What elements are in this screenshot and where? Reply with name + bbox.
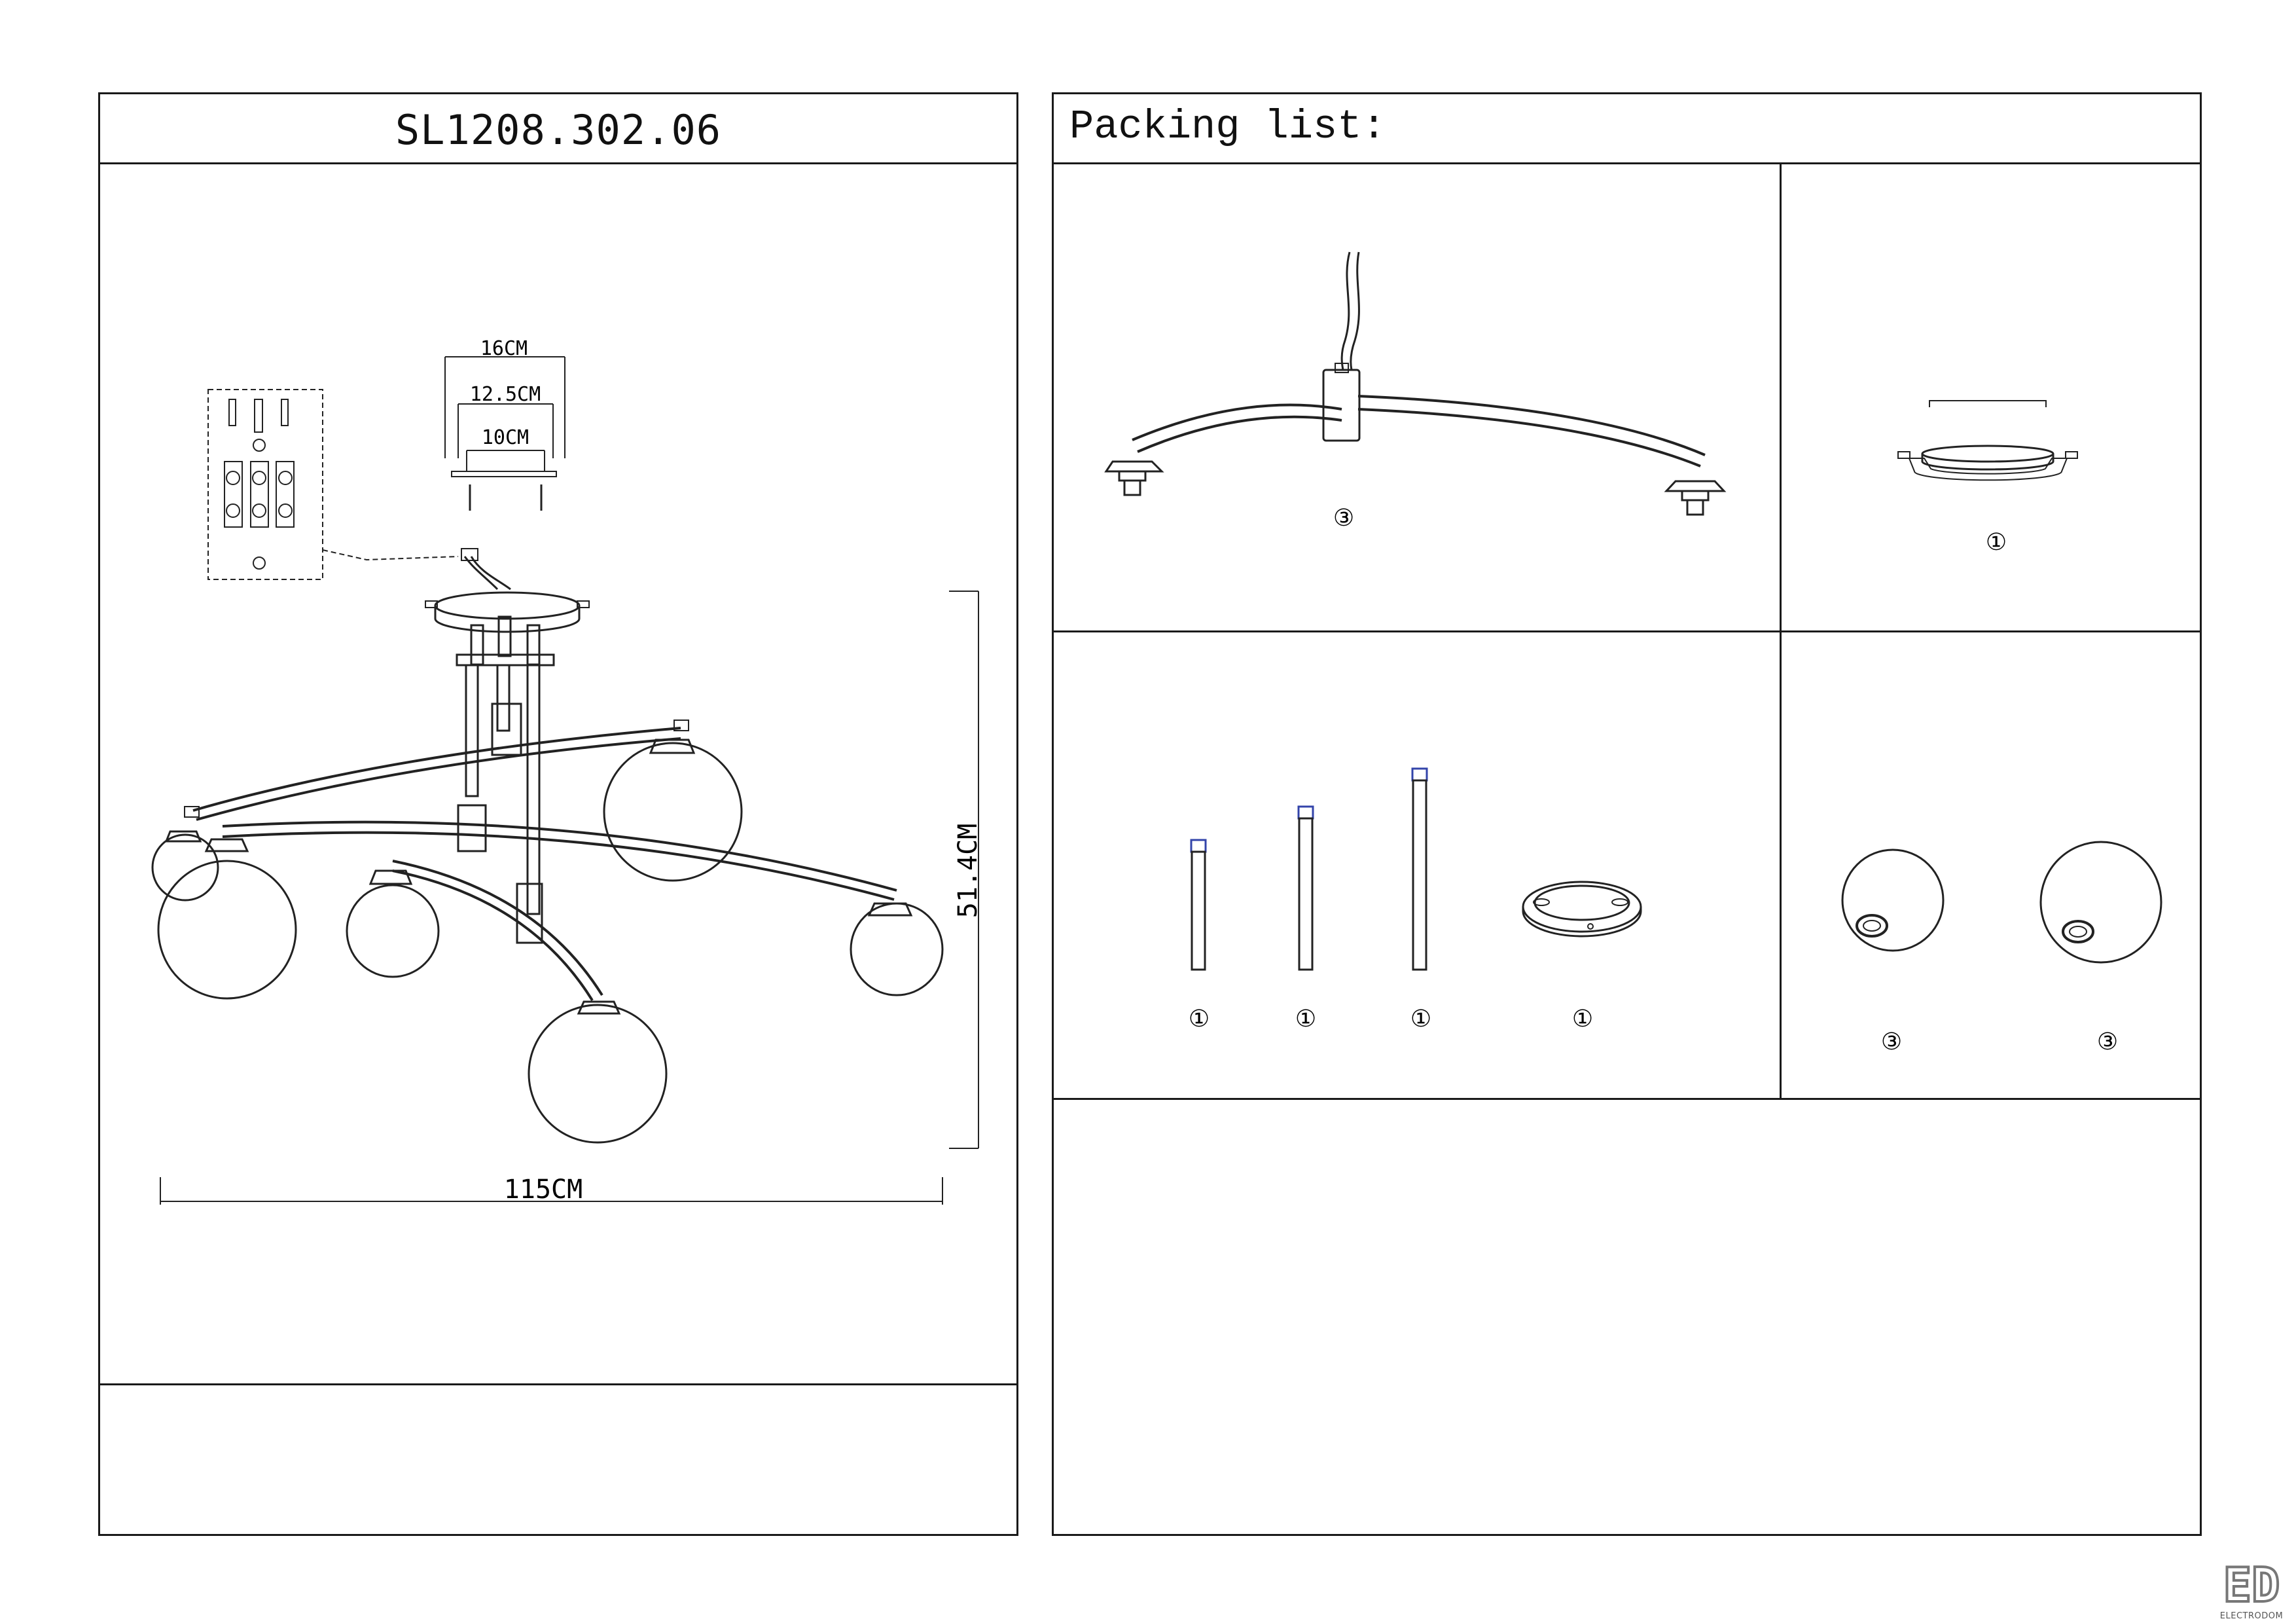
packing-header: Packing list: [1054, 94, 2200, 164]
bracket-inner-dim: 10CM [482, 426, 529, 449]
curved-arm-part [1104, 251, 1727, 516]
packing-drawing: ③ ① ① ① ① ① ③ ③ [1104, 251, 2162, 1055]
bracket-outer-dim: 16CM [480, 337, 528, 360]
globe-center-back [603, 742, 743, 882]
medium-rod-part [1297, 805, 1314, 971]
short-rod-part [1190, 839, 1207, 971]
qty-curved-arm: ③ [1333, 505, 1354, 532]
qty-large-shade: ③ [2097, 1029, 2118, 1055]
qty-small-shade: ③ [1881, 1029, 1902, 1055]
logo-text: ELECTRODOM [2219, 1611, 2284, 1621]
globe-mid-small [346, 884, 440, 978]
bracket-middle-dim: 12.5CM [470, 383, 541, 406]
model-number: SL1208.302.06 [395, 106, 722, 154]
qty-ceiling-canopy: ① [1986, 529, 2007, 556]
qty-medium-rod: ① [1295, 1006, 1316, 1032]
electrodom-logo: ED ELECTRODOM [2212, 1556, 2291, 1621]
product-footer-box [100, 1383, 1016, 1385]
globe-back-left [151, 833, 219, 902]
packing-grid-h1 [1054, 630, 2200, 632]
svg-text:ED: ED [2223, 1562, 2280, 1608]
large-glass-shade-part [2039, 841, 2162, 964]
qty-mounting-ring: ① [1572, 1006, 1593, 1032]
qty-short-rod: ① [1189, 1006, 1210, 1032]
width-dimension: 115CM [504, 1175, 583, 1205]
packing-grid-v [1780, 164, 1782, 1098]
logo-mark-icon: ED [2222, 1556, 2282, 1614]
product-drawing: 16CM 12.5CM 10CM 51.4CM 115CM [151, 337, 983, 1205]
globe-front [528, 1004, 668, 1144]
globe-right [850, 902, 944, 996]
product-panel: SL1208.302.06 [98, 92, 1018, 1536]
mounting-ring-part [1522, 881, 1642, 938]
packing-list-title: Packing list: [1069, 103, 1386, 150]
qty-long-rod: ① [1410, 1006, 1431, 1032]
globe-left [157, 860, 297, 1000]
ceiling-canopy-part [1897, 400, 2078, 481]
packing-panel: Packing list: [1052, 92, 2202, 1536]
product-header: SL1208.302.06 [100, 94, 1016, 164]
height-dimension: 51.4CM [953, 824, 983, 919]
wiring-detail-box [207, 389, 323, 580]
small-glass-shade-part [1841, 848, 1945, 952]
packing-grid-h2 [1054, 1098, 2200, 1100]
long-rod-part [1411, 767, 1428, 971]
